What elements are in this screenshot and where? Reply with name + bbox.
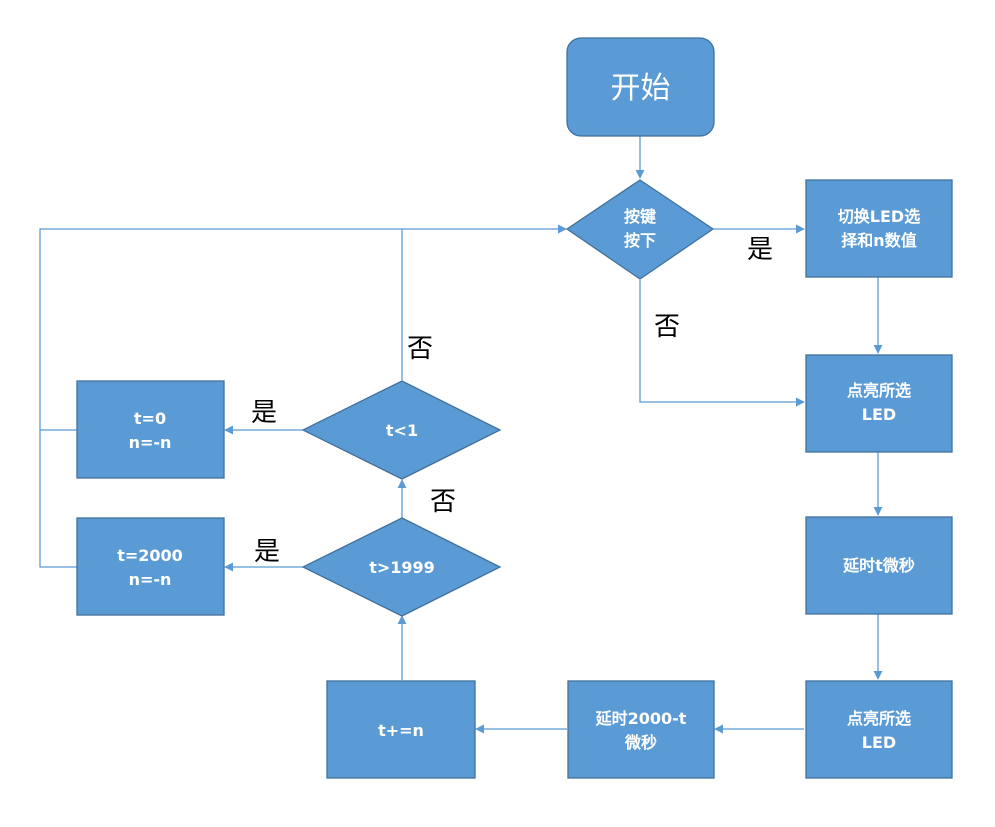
node-light-led-2: 点亮所选 LED [805, 680, 953, 779]
node-t-plus-n-label: t+=n [378, 721, 424, 740]
label-gt1999-yes: 是 [254, 537, 280, 567]
node-delay-t: 延时t微秒 [805, 516, 953, 615]
label-key-no: 否 [654, 312, 680, 342]
edges [39, 136, 883, 734]
label-gt1999-no: 否 [430, 487, 456, 517]
node-switch-led: 切换LED选 择和n数值 [805, 179, 953, 278]
node-switch-led-line1: 切换LED选 [838, 207, 920, 226]
node-reset-2000-line2: n=-n [129, 570, 172, 589]
node-t-plus-n: t+=n [326, 680, 476, 779]
node-light-led-1-line2: LED [862, 405, 896, 424]
node-reset-2000: t=2000 n=-n [76, 517, 225, 616]
node-t-lt-1: t<1 [301, 380, 502, 480]
node-key-pressed: 按键 按下 [565, 179, 715, 280]
label-lt1-no: 否 [407, 334, 433, 364]
node-light-led-2-line1: 点亮所选 [847, 709, 911, 728]
node-reset-2000-line1: t=2000 [117, 546, 183, 565]
node-key-pressed-line1: 按键 [624, 207, 656, 226]
node-switch-led-line2: 择和n数值 [841, 231, 916, 250]
label-lt1-yes: 是 [251, 398, 277, 428]
label-key-yes: 是 [747, 235, 773, 265]
node-light-led-1: 点亮所选 LED [805, 354, 953, 453]
node-start: 开始 [566, 37, 715, 137]
edge-labels: 是 否 否 是 否 是 [251, 235, 773, 567]
node-delay-2000-t-line1: 延时2000-t [595, 709, 687, 728]
node-t-gt-1999: t>1999 [301, 517, 502, 617]
node-reset-0: t=0 n=-n [76, 380, 225, 479]
node-start-label: 开始 [611, 71, 671, 106]
edge-key-no-to-light [639, 280, 805, 407]
node-light-led-2-line2: LED [862, 733, 896, 752]
node-t-gt-1999-label: t>1999 [369, 558, 435, 577]
node-reset-0-line2: n=-n [129, 433, 172, 452]
edge-reset2000-loop [39, 430, 77, 568]
node-key-pressed-line2: 按下 [624, 231, 656, 250]
node-t-lt-1-label: t<1 [386, 421, 418, 440]
node-light-led-1-line1: 点亮所选 [847, 381, 911, 400]
node-delay-2000-t: 延时2000-t 微秒 [567, 680, 715, 779]
node-reset-0-line1: t=0 [134, 409, 166, 428]
edge-reset0-loop [39, 228, 402, 431]
node-delay-t-label: 延时t微秒 [842, 556, 915, 575]
node-delay-2000-t-line2: 微秒 [624, 733, 657, 752]
